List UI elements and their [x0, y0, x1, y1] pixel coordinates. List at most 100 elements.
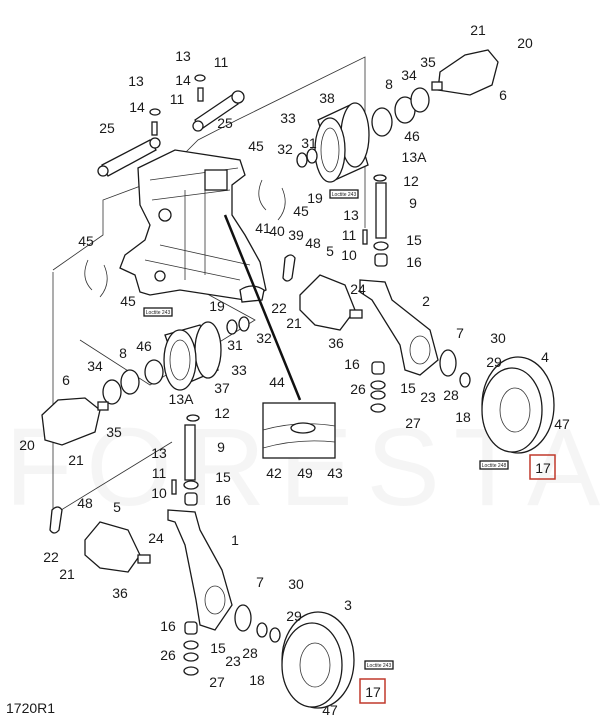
steering-knuckle-2	[359, 279, 439, 376]
callout-number: 14	[175, 72, 191, 88]
callout-number: 46	[136, 338, 152, 354]
callout-number: 15	[406, 232, 422, 248]
callout-number: 10	[151, 485, 167, 501]
circlip-45	[84, 179, 286, 298]
bushing-16	[374, 253, 388, 267]
inset-detail	[262, 402, 336, 459]
callout-number: 29	[486, 354, 502, 370]
bushing-15	[183, 480, 199, 490]
callout-number: 28	[242, 645, 258, 661]
callout-number: 11	[214, 54, 229, 70]
callout-number: 27	[209, 674, 225, 690]
hub-7	[439, 349, 457, 377]
seal-31	[226, 319, 238, 335]
callout-number: 27	[405, 415, 421, 431]
callout-number: 26	[350, 381, 366, 397]
callout-number: 49	[297, 465, 313, 481]
callout-number: 45	[78, 233, 94, 249]
callout-number: 29	[286, 608, 302, 624]
callout-number: 30	[490, 330, 506, 346]
seal-26	[183, 652, 199, 662]
callout-number: 39	[288, 227, 304, 243]
callout-number: 31	[301, 135, 317, 151]
hub-7	[234, 604, 252, 632]
drum-38	[314, 102, 370, 183]
callout-number: 20	[517, 35, 533, 51]
disc-46	[144, 359, 164, 385]
callout-number: 9	[217, 439, 225, 455]
loctite-tag: Loctite 243	[364, 660, 394, 670]
callout-number: 23	[225, 653, 241, 669]
callout-number: 7	[456, 325, 464, 341]
callout-number: 48	[77, 495, 93, 511]
callout-number: 21	[286, 315, 302, 331]
seal-31	[306, 148, 318, 164]
callout-number: 31	[227, 337, 243, 353]
kingpin-9	[375, 182, 387, 239]
callout-number: 44	[269, 374, 285, 390]
inset-pointer	[223, 214, 302, 401]
washer-11	[194, 74, 206, 82]
oring-34	[410, 87, 430, 113]
loctite-tag: Loctite 243	[329, 189, 359, 199]
disc-46	[371, 107, 393, 137]
chassis-frame	[119, 149, 267, 303]
kingpin-9	[184, 424, 196, 481]
highlighted-callout-17: 17	[535, 460, 551, 476]
wheel-4	[481, 356, 555, 454]
motor-6-left	[41, 397, 109, 446]
callout-number: 1	[231, 532, 239, 548]
highlight-box-17-lower	[359, 678, 386, 704]
svg-text:Loctite 243: Loctite 243	[367, 663, 392, 669]
hydraulic-cylinder-right	[192, 90, 245, 132]
callout-number: 32	[256, 330, 272, 346]
callout-number: 10	[341, 247, 357, 263]
seal-27	[370, 403, 386, 413]
seal-26	[370, 390, 386, 400]
bushing-16	[184, 492, 198, 506]
highlighted-callout-17: 17	[365, 684, 381, 700]
callout-number: 2	[422, 293, 430, 309]
callout-number: 11	[170, 91, 185, 107]
callout-number: 47	[554, 416, 570, 432]
callout-number: 13A	[402, 149, 428, 165]
callout-number: 18	[455, 409, 471, 425]
callout-number: 11	[342, 227, 357, 243]
pin-14	[197, 87, 204, 102]
callout-number: 28	[443, 387, 459, 403]
hub-8	[120, 369, 140, 395]
callout-number: 34	[401, 67, 417, 83]
callout-number: 22	[43, 549, 59, 565]
bushing-15	[373, 241, 389, 251]
callout-number: 43	[327, 465, 343, 481]
callout-number: 46	[404, 128, 420, 144]
callout-number: 21	[59, 566, 75, 582]
pin-10	[362, 229, 368, 245]
pin-14	[151, 121, 158, 136]
callout-number: 25	[217, 115, 233, 131]
callout-number: 9	[409, 195, 417, 211]
callout-number: 19	[307, 190, 323, 206]
callout-number: 48	[305, 235, 321, 251]
washer-11	[149, 108, 161, 116]
nut-29	[459, 372, 471, 388]
callout-number: 47	[322, 702, 338, 718]
bushing-15	[370, 380, 386, 390]
oring-34	[102, 379, 122, 405]
callout-number: 16	[344, 356, 360, 372]
callout-number: 33	[231, 362, 247, 378]
svg-text:Loctite 243: Loctite 243	[146, 310, 171, 316]
callout-number: 30	[288, 576, 304, 592]
bushing-16	[371, 361, 385, 375]
callout-number: 45	[120, 293, 136, 309]
callout-number: 32	[277, 141, 293, 157]
motor-5-top	[299, 274, 363, 331]
callout-number: 41	[255, 220, 271, 236]
callout-number: 42	[266, 465, 282, 481]
callout-number: 23	[420, 389, 436, 405]
callout-number: 16	[215, 492, 231, 508]
callout-number: 3	[344, 597, 352, 613]
seal-32	[296, 152, 308, 168]
callout-number: 35	[106, 424, 122, 440]
